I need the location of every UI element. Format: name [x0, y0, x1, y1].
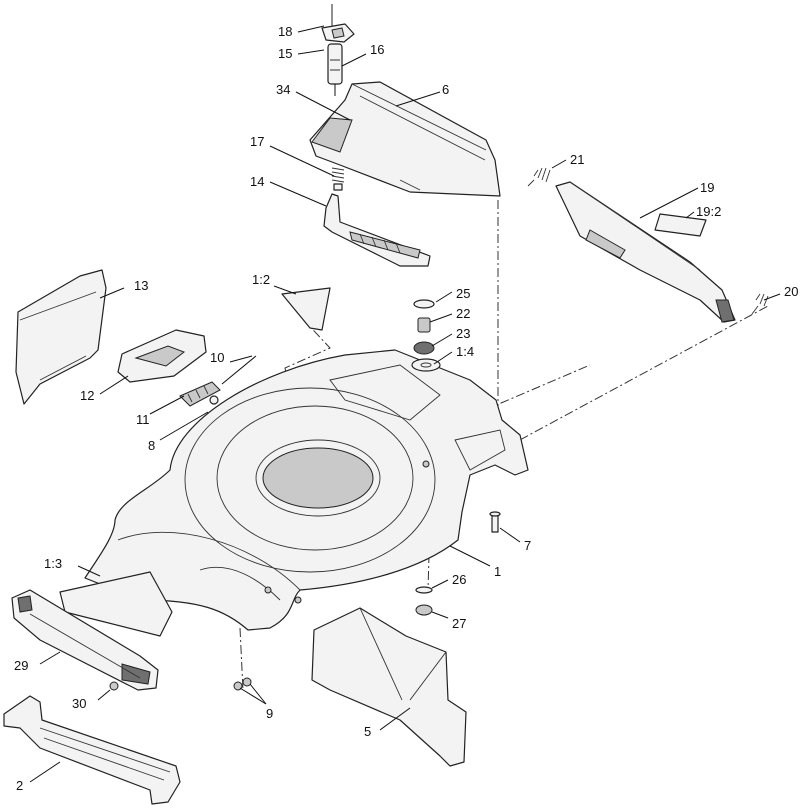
torsion-spring-lower: [751, 293, 769, 315]
callout-labels: 18 15 16 34 6 17 14 21 19 19:2 20 1:2 13…: [14, 24, 798, 793]
callout-9: 9: [266, 706, 273, 721]
callout-1-3: 1:3: [44, 556, 62, 571]
callout-1: 1: [494, 564, 501, 579]
front-bumper: [11, 589, 159, 691]
callout-30: 30: [72, 696, 86, 711]
decal-small: [281, 287, 331, 331]
lower-washers: [415, 586, 433, 616]
deck-washer: [411, 358, 441, 372]
handle-decal: [654, 213, 707, 237]
callout-16: 16: [370, 42, 384, 57]
handle-arm: [555, 181, 736, 323]
latch: [117, 329, 207, 383]
spring-small: [331, 167, 345, 191]
callout-19-2: 19:2: [696, 204, 721, 219]
callout-27: 27: [452, 616, 466, 631]
callout-2: 2: [16, 778, 23, 793]
callout-14: 14: [250, 174, 264, 189]
callout-8: 8: [148, 438, 155, 453]
leader-lines: [29, 25, 781, 783]
hub-fasteners: [413, 299, 435, 355]
callout-1-2: 1:2: [252, 272, 270, 287]
discharge-chute: [311, 607, 467, 767]
callout-29: 29: [14, 658, 28, 673]
callout-12: 12: [80, 388, 94, 403]
bumper-screw: [109, 681, 119, 691]
torsion-spring-upper: [527, 167, 551, 187]
callout-18: 18: [278, 24, 292, 39]
height-knob: [321, 4, 355, 96]
rear-housing: [309, 81, 501, 197]
callout-1-4: 1:4: [456, 344, 474, 359]
callout-13: 13: [134, 278, 148, 293]
clip-assembly: [179, 355, 257, 407]
decal-front: [59, 571, 173, 637]
callout-5: 5: [364, 724, 371, 739]
callout-15: 15: [278, 46, 292, 61]
callout-7: 7: [524, 538, 531, 553]
callout-25: 25: [456, 286, 470, 301]
callout-19: 19: [700, 180, 714, 195]
bumper-bracket: [3, 695, 181, 805]
callout-23: 23: [456, 326, 470, 341]
front-screws: [233, 677, 252, 691]
callout-21: 21: [570, 152, 584, 167]
side-cover: [15, 269, 107, 405]
callout-22: 22: [456, 306, 470, 321]
callout-34: 34: [276, 82, 290, 97]
callout-26: 26: [452, 572, 466, 587]
callout-11: 11: [136, 412, 150, 427]
height-adjuster: [323, 193, 431, 267]
callout-10: 10: [210, 350, 224, 365]
mower-deck: [84, 349, 529, 631]
callout-20: 20: [784, 284, 798, 299]
callout-17: 17: [250, 134, 264, 149]
callout-6: 6: [442, 82, 449, 97]
deck-bolt: [489, 511, 501, 533]
